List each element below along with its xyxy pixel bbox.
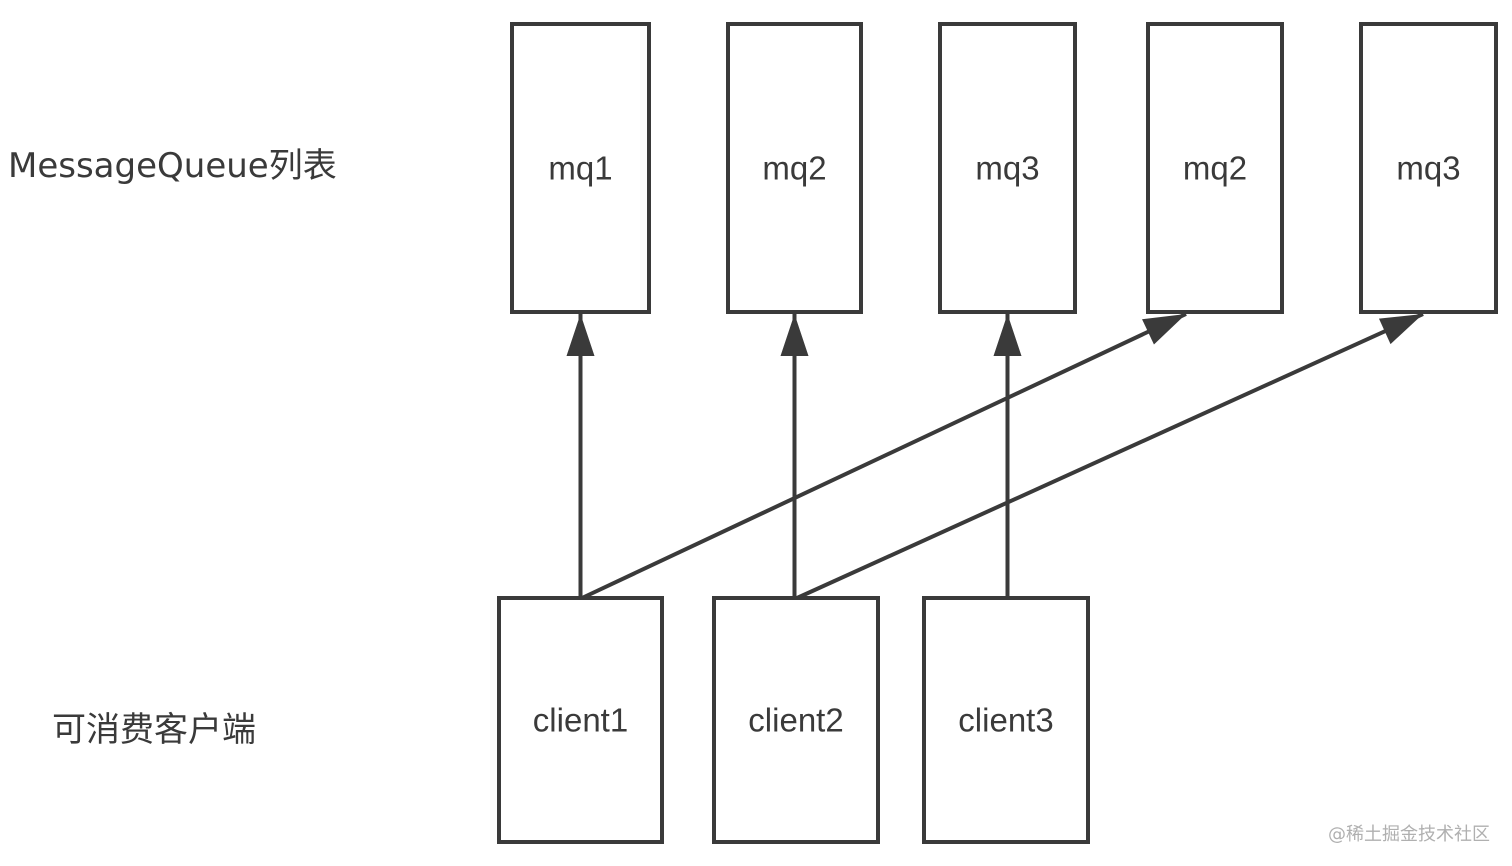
- client-label-1: client1: [533, 702, 628, 739]
- client-box-2: [712, 596, 880, 844]
- client-box-3: [922, 596, 1090, 844]
- client-node-2: client2: [712, 596, 880, 844]
- queue-label-5: mq3: [1396, 150, 1460, 187]
- queue-node-5: mq3: [1359, 22, 1498, 314]
- queue-row-label: MessageQueue列表: [8, 146, 337, 186]
- queue-label-2: mq2: [762, 150, 826, 187]
- client-label-3: client3: [958, 702, 1053, 739]
- clients-layer: client1 client2 client3: [497, 596, 1090, 844]
- arrowhead-c1-to-q1: [566, 314, 595, 356]
- client-row-label: 可消费客户端: [52, 710, 256, 750]
- watermark: @稀土掘金技术社区: [1328, 824, 1490, 845]
- edge-c2-to-q5: [796, 312, 1424, 600]
- queue-box-2: [726, 22, 863, 314]
- queue-label-1: mq1: [548, 150, 612, 187]
- client-node-3: client3: [922, 596, 1090, 844]
- queue-box-4: [1146, 22, 1284, 314]
- arrowhead-c2-to-q2: [780, 314, 809, 356]
- queue-node-2: mq2: [726, 22, 863, 314]
- queue-node-1: mq1: [510, 22, 651, 314]
- queue-box-5: [1359, 22, 1498, 314]
- client-node-1: client1: [497, 596, 664, 844]
- queue-node-3: mq3: [938, 22, 1077, 314]
- edge-c1-to-q4: [581, 312, 1187, 600]
- arrowhead-c2-to-q5: [1378, 314, 1423, 345]
- client-label-2: client2: [748, 702, 843, 739]
- arrowhead-c3-to-q3: [993, 314, 1022, 356]
- queue-label-3: mq3: [975, 150, 1039, 187]
- edges-layer: [566, 312, 1424, 600]
- queue-box-3: [938, 22, 1077, 314]
- arrowhead-c1-to-q4: [1142, 314, 1186, 345]
- queue-box-1: [510, 22, 651, 314]
- queue-label-4: mq2: [1183, 150, 1247, 187]
- queue-node-4: mq2: [1146, 22, 1284, 314]
- queues-layer: mq1 mq2 mq3 mq2 mq3: [510, 22, 1498, 314]
- client-box-1: [497, 596, 664, 844]
